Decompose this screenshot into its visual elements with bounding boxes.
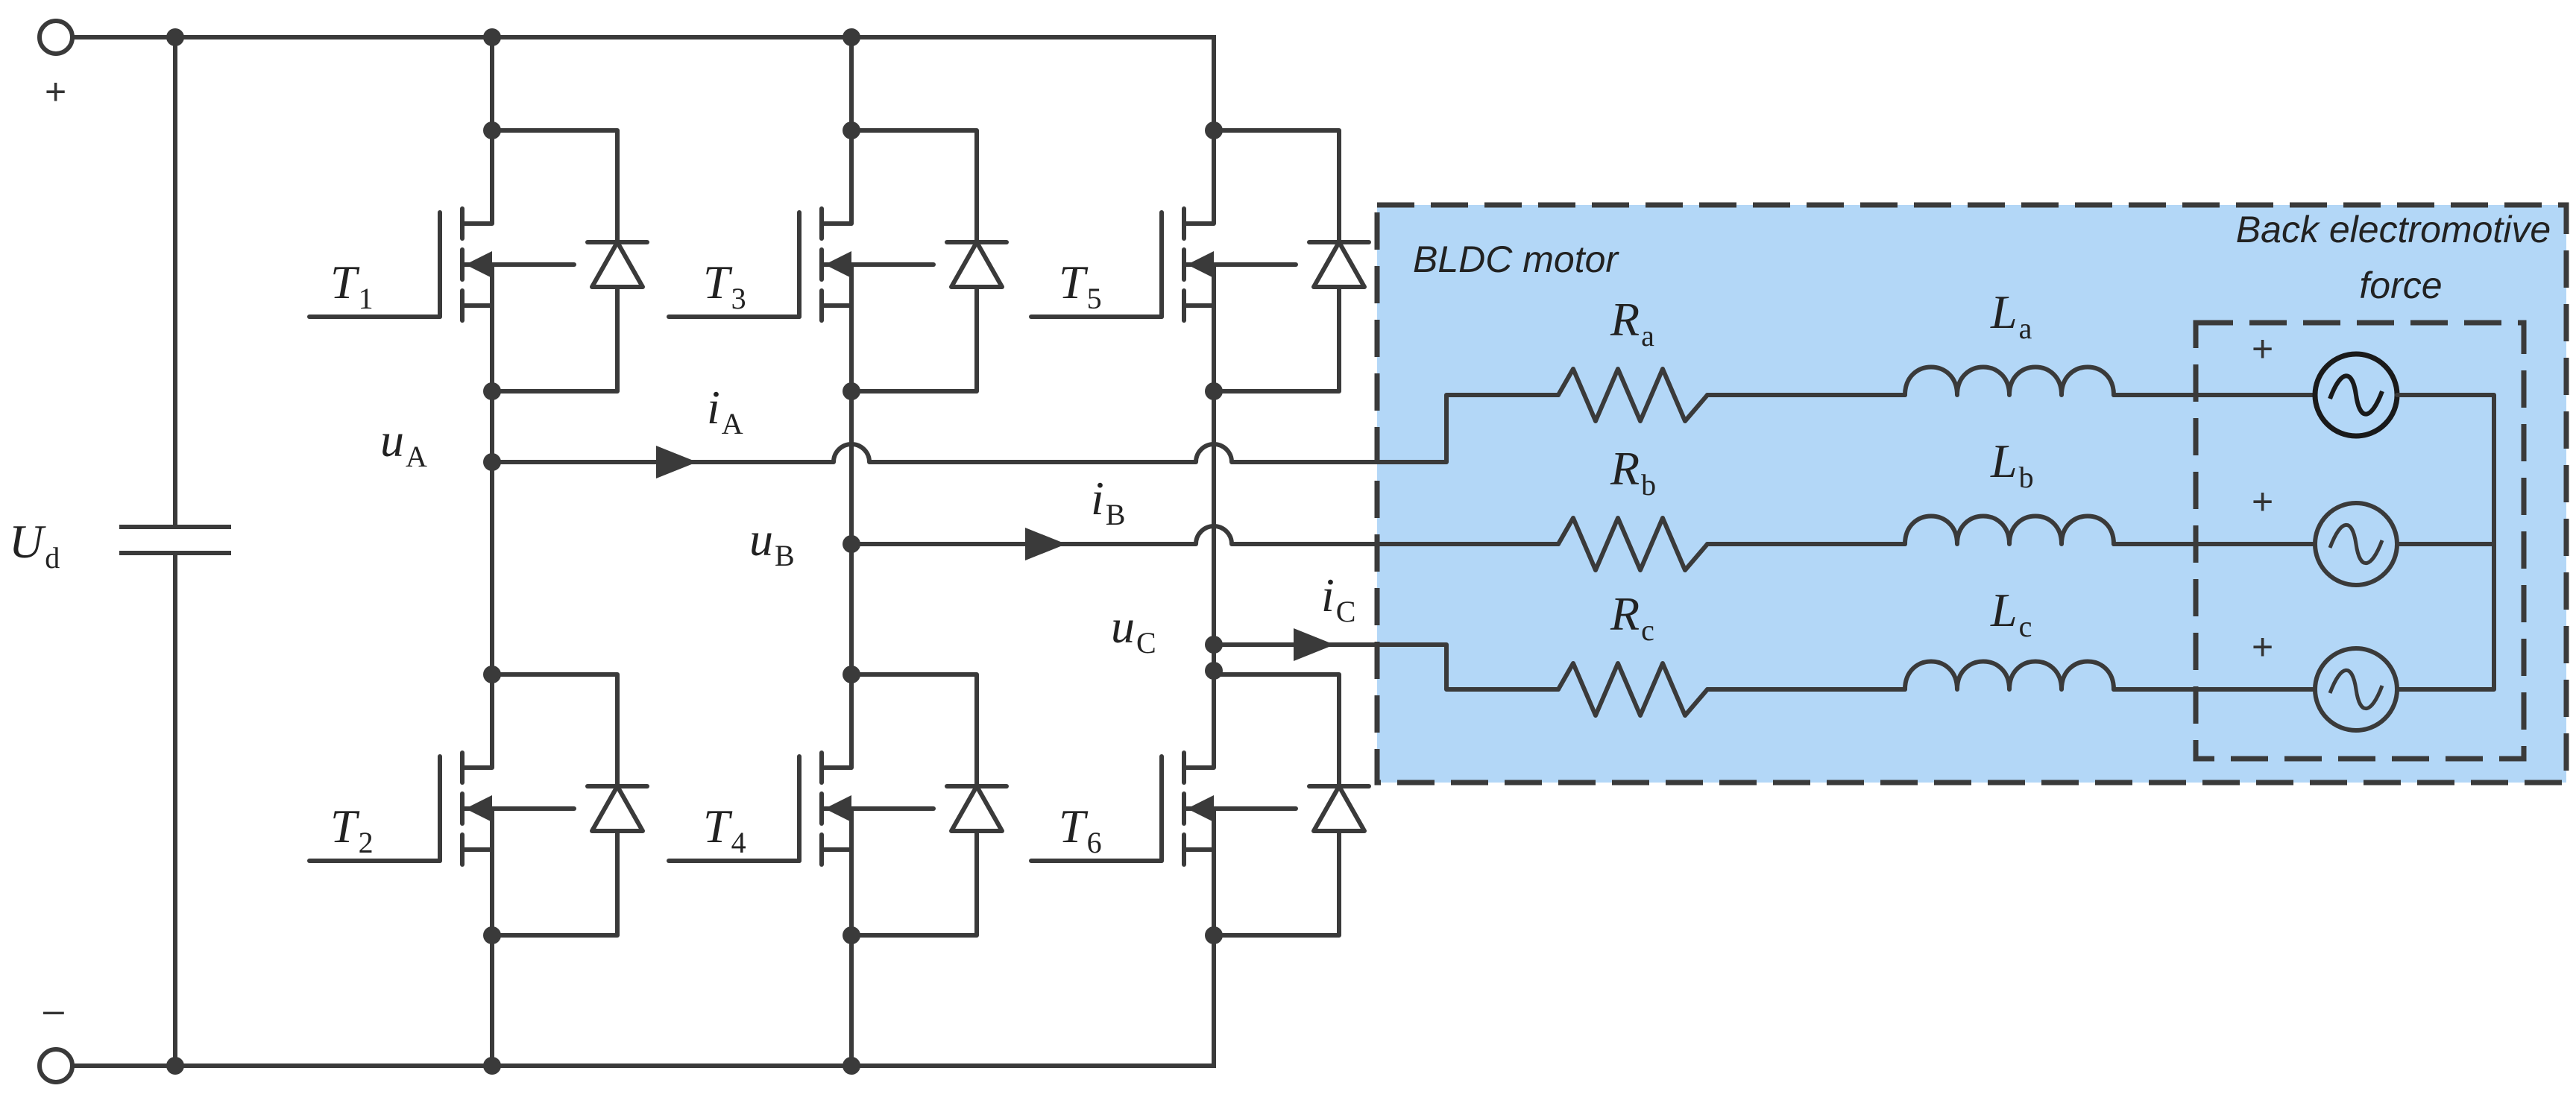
current-label-ia: iA [707,381,743,440]
positive-terminal-label: + [45,71,66,113]
dc-positive-rail [37,19,1216,97]
bldc-motor-title: BLDC motor [1413,238,1619,280]
switch-label-t5: T5 [1059,256,1102,315]
inductor-label-lb: Lb [1990,434,2034,494]
negative-terminal-label: – [43,989,64,1031]
switch-label-t4: T4 [703,800,746,859]
phase-c-line [1212,628,1561,692]
back-emf-title-line1: Back electromotive [2236,209,2551,250]
inductor-label-lc: Lc [1990,584,2032,643]
voltage-label-ub: uB [749,513,795,572]
resistor-label-rb: Rb [1610,442,1656,502]
resistor-label-ra: Ra [1610,293,1654,353]
switch-t1 [309,130,647,391]
back-emf-box [2193,320,2527,762]
switch-t2 [309,674,647,935]
voltage-label-uc: uC [1111,600,1156,660]
capacitor-voltage-label: Ud [9,515,60,575]
polarity-plus-a: + [2252,328,2273,370]
phase-a-line [490,393,1561,478]
dc-link-capacitor [119,37,231,1066]
switch-label-t3: T3 [703,256,746,315]
switch-label-t6: T6 [1059,800,1102,859]
dc-negative-rail [37,980,1216,1084]
polarity-plus-c: + [2252,626,2273,668]
neutral-point-wire [2395,393,2496,692]
resistor-label-rc: Rc [1610,587,1654,647]
polarity-plus-b: + [2252,481,2273,522]
inductor-label-la: La [1990,285,2032,345]
junction-dots [166,28,1223,1075]
switch-label-t1: T1 [330,256,374,315]
current-label-ib: iB [1091,472,1125,531]
current-label-ic: iC [1321,569,1355,628]
switch-label-t2: T2 [330,800,374,859]
bldc-motor-box [1374,202,2569,786]
phase-b-line [849,524,1561,560]
voltage-label-ua: uA [380,414,427,473]
back-emf-title-line2: force [2359,265,2442,306]
